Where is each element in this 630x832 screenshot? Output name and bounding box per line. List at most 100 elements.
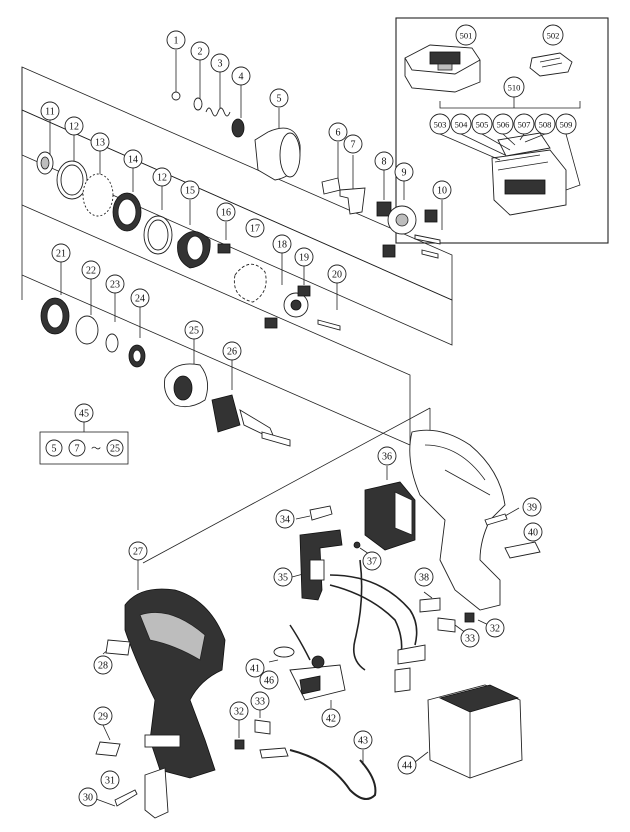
callout-circle bbox=[353, 730, 373, 750]
callout-circle bbox=[455, 24, 477, 46]
callout-circle bbox=[152, 167, 172, 187]
part-callout-37: 37 bbox=[362, 551, 382, 571]
callout-number: 30 bbox=[83, 793, 93, 804]
part-callout-506: 506 bbox=[492, 113, 514, 135]
callout-circle bbox=[180, 180, 200, 200]
callout-number: 503 bbox=[434, 120, 447, 130]
callout-number: 26 bbox=[227, 347, 237, 358]
callout-number: 508 bbox=[539, 120, 552, 130]
callout-circle bbox=[130, 288, 150, 308]
charger-case-module bbox=[491, 132, 567, 216]
callout-number: 45 bbox=[79, 409, 89, 420]
callout-number: 19 bbox=[299, 253, 309, 264]
callout-number: 505 bbox=[476, 120, 489, 130]
callout-circle bbox=[245, 218, 265, 238]
part-callout-10: 10 bbox=[432, 180, 452, 200]
callout-circle bbox=[105, 274, 125, 294]
part-callout-4: 4 bbox=[231, 66, 251, 86]
callout-circle bbox=[210, 53, 230, 73]
callout-number: 24 bbox=[135, 294, 145, 305]
callout-number: 8 bbox=[382, 157, 387, 168]
callout-circle bbox=[294, 247, 314, 267]
callout-number: 33 bbox=[255, 697, 265, 708]
part-callout-7: 7 bbox=[343, 134, 363, 154]
callout-number: 14 bbox=[128, 155, 138, 166]
callout-number: 23 bbox=[110, 280, 120, 291]
part-callout-502: 502 bbox=[542, 24, 564, 46]
part-callout-27: 27 bbox=[128, 541, 148, 561]
part-callout-39: 39 bbox=[522, 497, 542, 517]
callout-number: 28 bbox=[98, 661, 108, 672]
callout-number: 16 bbox=[221, 208, 231, 219]
part-callout-46: 46 bbox=[259, 670, 279, 690]
callout-number: 20 bbox=[332, 270, 342, 281]
part-callout-26: 26 bbox=[222, 341, 242, 361]
callout-number: 35 bbox=[278, 573, 288, 584]
callout-number: 18 bbox=[277, 240, 287, 251]
part-callout-32b: 32 bbox=[485, 618, 505, 638]
part-callout-43: 43 bbox=[353, 730, 373, 750]
assembly-range-symbol: ～ bbox=[91, 444, 101, 455]
callout-number: 504 bbox=[455, 120, 469, 130]
callout-circle bbox=[429, 113, 451, 135]
part-callout-22: 22 bbox=[81, 260, 101, 280]
parts-row-2 bbox=[36, 120, 341, 331]
part-callout-11: 11 bbox=[40, 101, 60, 121]
part-callout-44: 44 bbox=[397, 755, 417, 775]
part-callout-33a: 33 bbox=[250, 691, 270, 711]
part-callout-16: 16 bbox=[216, 202, 236, 222]
charger bbox=[404, 44, 481, 93]
callout-number: 506 bbox=[497, 120, 510, 130]
callout-circle bbox=[513, 113, 535, 135]
part-callout-29: 29 bbox=[93, 706, 113, 726]
callout-circle bbox=[93, 706, 113, 726]
part-callout-2: 2 bbox=[190, 41, 210, 61]
callout-circle bbox=[523, 522, 543, 542]
assembly-label-7: 7 bbox=[75, 444, 80, 455]
callout-number: 501 bbox=[460, 31, 473, 41]
callout-circle bbox=[542, 24, 564, 46]
callout-number: 507 bbox=[518, 120, 531, 130]
callout-number: 39 bbox=[527, 503, 537, 514]
part-callout-20: 20 bbox=[327, 264, 347, 284]
part-callout-42: 42 bbox=[321, 708, 341, 728]
part-callout-32a: 32 bbox=[229, 701, 249, 721]
callout-number: 32 bbox=[234, 707, 244, 718]
part-callout-23: 23 bbox=[105, 274, 125, 294]
part-callout-41: 41 bbox=[245, 658, 265, 678]
callout-number: 13 bbox=[95, 138, 105, 149]
assembly-label-25: 25 bbox=[110, 444, 120, 455]
clip bbox=[529, 52, 573, 77]
callout-circle bbox=[555, 113, 577, 135]
part-callout-13: 13 bbox=[90, 132, 110, 152]
part-callout-45: 45 bbox=[74, 403, 94, 423]
callout-circle bbox=[485, 618, 505, 638]
part-callout-17: 17 bbox=[245, 218, 265, 238]
callout-circle bbox=[100, 770, 120, 790]
charger-inset bbox=[395, 17, 609, 244]
callout-number: 11 bbox=[45, 107, 55, 118]
callout-circle bbox=[471, 113, 493, 135]
callout-number: 31 bbox=[105, 776, 115, 787]
callout-circle bbox=[343, 134, 363, 154]
callout-circle bbox=[128, 541, 148, 561]
callout-number: 25 bbox=[189, 326, 199, 337]
callout-number: 29 bbox=[98, 712, 108, 723]
callout-circle bbox=[231, 66, 251, 86]
callout-number: 12 bbox=[69, 122, 79, 133]
callout-circle bbox=[269, 88, 289, 108]
callout-circle bbox=[377, 446, 397, 466]
part-callout-18: 18 bbox=[272, 234, 292, 254]
assembly-45-box: 5 7 ～ 25 bbox=[39, 422, 129, 465]
part-callout-14: 14 bbox=[123, 149, 143, 169]
callout-number: 33 bbox=[465, 634, 475, 645]
callout-circle bbox=[414, 567, 434, 587]
callout-circle bbox=[74, 403, 94, 423]
callout-number: 32 bbox=[490, 624, 500, 635]
part-callout-25: 25 bbox=[184, 320, 204, 340]
part-callout-34: 34 bbox=[275, 509, 295, 529]
callout-number: 9 bbox=[402, 168, 407, 179]
part-callout-19: 19 bbox=[294, 247, 314, 267]
callout-number: 5 bbox=[277, 94, 282, 105]
